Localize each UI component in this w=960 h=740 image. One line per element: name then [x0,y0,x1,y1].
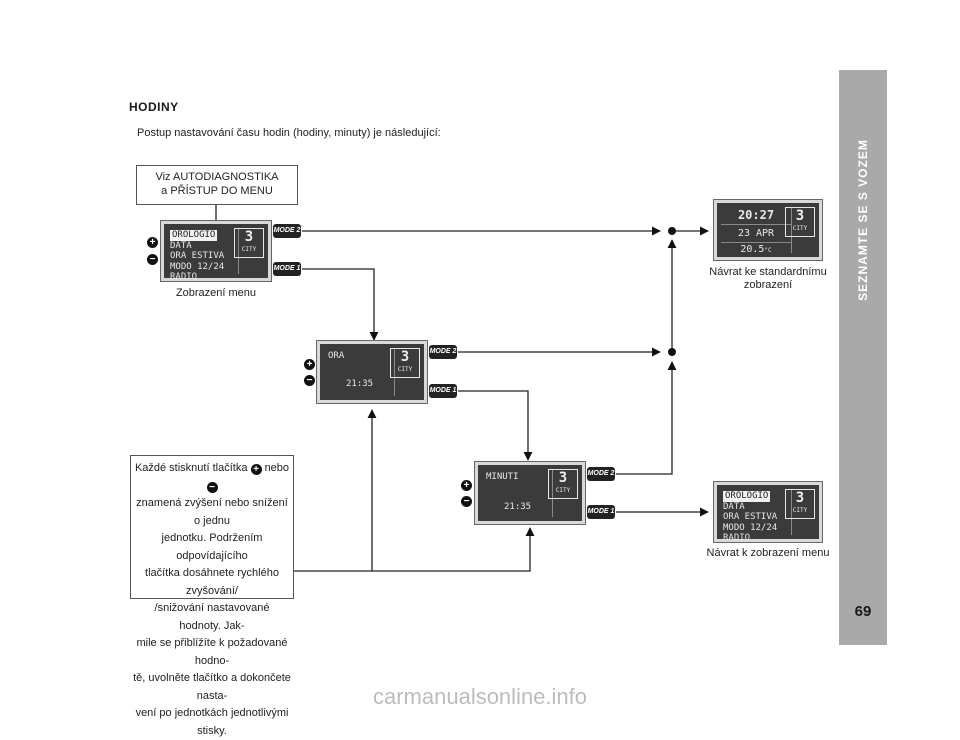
menu-row: DATA [170,240,192,251]
ora-time: 21:35 [346,379,374,389]
menu-caption: Zobrazení menu [175,287,257,299]
mode2-button[interactable]: MODE 2 [273,224,301,238]
note-line: tě, uvolněte tlačítko a dokončete nasta- [133,672,291,702]
intro-text: Postup nastavování času hodin (hodiny, m… [137,127,441,139]
note-line: tlačítka dosáhnete rychlého zvyšování/ [145,567,279,597]
page-heading: HODINY [129,100,179,114]
menu-row: MODO 12/24 [170,261,225,272]
note-box: Každé stisknutí tlačítka + nebo − znamen… [130,455,294,737]
city-indicator: 3 CITY [548,469,578,499]
junction-dot [668,348,676,356]
mode2-button[interactable]: MODE 2 [429,345,457,359]
display-standard: 20:27 23 APR 20.5°C 3 CITY [713,199,823,261]
standard-caption: Návrat ke standardnímu zobrazení [709,266,827,291]
plus-icon[interactable]: + [147,237,158,248]
junction-dot [668,227,676,235]
menu-row-selected: OROLOGIO [170,230,218,241]
watermark: carmanualsonline.info [372,684,588,709]
plus-icon[interactable]: + [461,480,472,491]
line-ora-mode1-to-minuti [458,390,533,461]
menu-row: ORA ESTIVA [170,251,225,261]
minuti-time: 21:35 [504,502,532,512]
note-line: mile se přiblížíte k požadované hodno- [136,637,288,667]
ora-label: ORA [328,351,345,361]
city-indicator: 3 CITY [234,228,264,258]
city-indicator: 3 CITY [785,489,815,519]
plus-icon: + [250,464,262,475]
minus-icon[interactable]: − [461,496,472,507]
menu-row-selected: OROLOGIO [723,491,771,502]
display-ora: ORA 21:35 3 CITY [316,340,428,404]
mode2-button[interactable]: MODE 2 [587,467,615,481]
note-line: jednotku. Podržením odpovídajícího [161,532,263,562]
display-menu: OROLOGIO DATA ORA ESTIVA MODO 12/24 RADI… [160,220,272,282]
standard-time: 20:27 [721,207,791,225]
reference-box: Viz AUTODIAGNOSTIKA a PŘÍSTUP DO MENU [136,165,298,205]
line-note-to-minuti [372,527,535,572]
note-line: vení po jednotkách jednotlivými stisky. [135,707,289,737]
note-line: /snižování nastavované hodnoty. Jak- [154,602,270,632]
menu-row: RADIO [170,272,198,282]
line-menu-mode1-to-ora [302,268,379,341]
mode1-button[interactable]: MODE 1 [273,262,301,276]
menu-row: DATA [723,501,745,512]
minus-icon: − [206,481,218,493]
section-title: SEZNAMTE SE S VOZEM [856,139,870,301]
city-indicator: 3 CITY [390,348,420,378]
minus-icon[interactable]: − [147,254,158,265]
standard-temp: 20.5°C [740,244,772,255]
menu-row: ORA ESTIVA [723,512,778,522]
return-caption: Návrat k zobrazení menu [706,547,830,559]
mode1-button[interactable]: MODE 1 [429,384,457,398]
menu-row: RADIO [723,533,751,543]
plus-icon[interactable]: + [304,359,315,370]
note-line: znamená zvýšení nebo snížení o jednu [136,497,288,527]
flow-diagram-lines [215,205,709,572]
reference-line: Viz AUTODIAGNOSTIKA [155,171,279,183]
line-minuti-mode2-to-dot [616,361,677,475]
mode1-button[interactable]: MODE 1 [587,505,615,519]
standard-date: 23 APR [721,225,791,243]
menu-row: MODO 12/24 [723,522,778,533]
minus-icon[interactable]: − [304,375,315,386]
minuti-label: MINUTI [486,472,519,482]
section-side-tab [839,70,887,645]
line-note-to-ora [294,409,377,572]
city-indicator: 3 CITY [785,207,815,237]
display-minuti: MINUTI 21:35 3 CITY [474,461,586,525]
display-return-menu: OROLOGIO DATA ORA ESTIVA MODO 12/24 RADI… [713,481,823,543]
reference-line: a PŘÍSTUP DO MENU [161,185,273,197]
page-number: 69 [854,603,872,620]
note-line: Každé stisknutí tlačítka + nebo − [134,462,290,493]
